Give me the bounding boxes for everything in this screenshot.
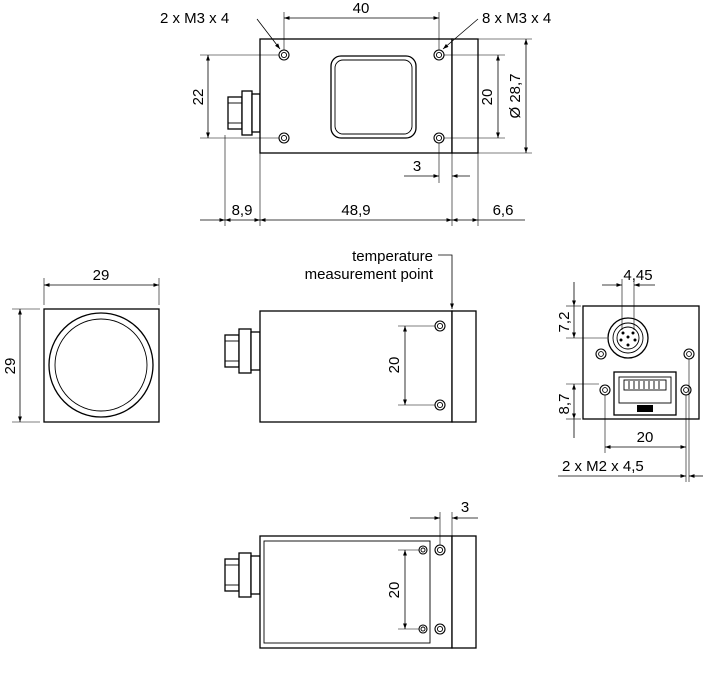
dim-side-hole-spacing: 20 [479, 89, 496, 106]
dim-edge-offset: 3 [413, 158, 421, 175]
mounting-hole [434, 399, 446, 411]
front-flange-bottom [451, 535, 477, 649]
mounting-hole [433, 49, 445, 61]
dim-bottom-hole-spacing: 20 [386, 582, 403, 599]
temperature-label-line2: measurement point [305, 266, 434, 283]
rear-hole [680, 384, 692, 396]
connector-plug [227, 90, 261, 136]
dim-side-hole-spacing: 20 [386, 357, 403, 374]
rear-hole [599, 384, 611, 396]
front-flange-side [451, 310, 477, 423]
dim-connector-length: 8,9 [232, 202, 253, 219]
dim-front-length: 6,6 [493, 202, 514, 219]
dim-port-offset-y: 8,7 [556, 394, 573, 415]
sensor-window [330, 55, 417, 139]
mounting-hole [278, 132, 290, 144]
dim-hole-spacing-width: 40 [353, 0, 370, 17]
front-flange-top [451, 38, 479, 154]
mounting-hole [433, 132, 445, 144]
rear-hole [683, 348, 695, 360]
rear-hole [595, 348, 607, 360]
dim-diameter: Ø 28,7 [507, 73, 524, 118]
lens-mount-outer [48, 312, 154, 418]
dim-rear-hole-spacing: 20 [637, 429, 654, 446]
callout-rear-holes: 2 x M2 x 4,5 [562, 458, 644, 475]
dim-front-width: 29 [93, 267, 110, 284]
dim-front-height: 29 [2, 358, 19, 375]
mounting-hole [434, 623, 446, 635]
connector-plug [224, 328, 261, 374]
front-view: 29 29 [2, 267, 160, 423]
callout-left-holes: 2 x M3 x 4 [160, 10, 229, 27]
lens-mount-inner [54, 318, 148, 412]
connector-plug [224, 552, 261, 598]
dim-hole-spacing-height: 22 [190, 89, 207, 106]
port-contacts [628, 381, 660, 389]
top-view: 40 2 x M3 x 4 8 x M3 x 4 22 20 Ø 28,7 3 [160, 0, 551, 226]
dim-connector-offset-y: 7,2 [556, 312, 573, 333]
dim-bottom-edge-offset: 3 [461, 499, 469, 516]
temperature-label-line1: temperature [352, 248, 433, 265]
mounting-hole [434, 544, 446, 556]
camera-body-side [259, 310, 453, 423]
dim-connector-offset-x: 4,45 [623, 267, 652, 284]
mounting-hole [418, 624, 428, 634]
mounting-hole [278, 49, 290, 61]
mounting-hole [434, 320, 446, 332]
side-view: temperature measurement point 20 [224, 248, 477, 423]
rear-view: 4,45 7,2 8,7 20 2 x M2 x 4,5 [556, 267, 703, 482]
mounting-hole [418, 545, 428, 555]
bottom-plate-outline [263, 540, 431, 644]
bottom-view: 3 20 [224, 499, 478, 649]
callout-right-holes: 8 x M3 x 4 [482, 10, 551, 27]
dim-body-length: 48,9 [341, 202, 370, 219]
